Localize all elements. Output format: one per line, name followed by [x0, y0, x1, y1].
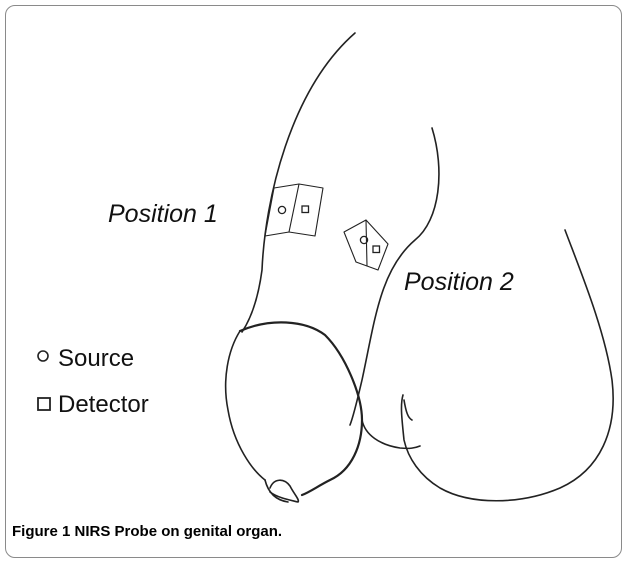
- probe-1-source-icon: [278, 206, 285, 213]
- figure-caption: Figure 1 NIRS Probe on genital organ.: [12, 523, 282, 540]
- shaft-outline-left: [242, 33, 355, 332]
- probe-1-divider: [289, 184, 299, 232]
- legend-source-label: Source: [58, 345, 134, 372]
- legend-detector-icon: [38, 398, 50, 410]
- label-position-2: Position 2: [404, 268, 514, 296]
- label-position-1: Position 1: [108, 200, 218, 228]
- caption-text: NIRS Probe on genital organ.: [75, 523, 283, 540]
- probe-2-detector-icon: [373, 246, 380, 253]
- glans-outline: [240, 322, 362, 495]
- caption-label: Figure 1: [12, 523, 70, 540]
- probe-1-detector-icon: [302, 206, 309, 213]
- scrotum-join: [362, 420, 420, 448]
- legend-source-icon: [38, 351, 48, 361]
- glans-lower: [226, 331, 265, 480]
- legend-detector-label: Detector: [58, 391, 149, 418]
- scrotum-fold: [404, 400, 412, 420]
- meatus: [270, 480, 298, 502]
